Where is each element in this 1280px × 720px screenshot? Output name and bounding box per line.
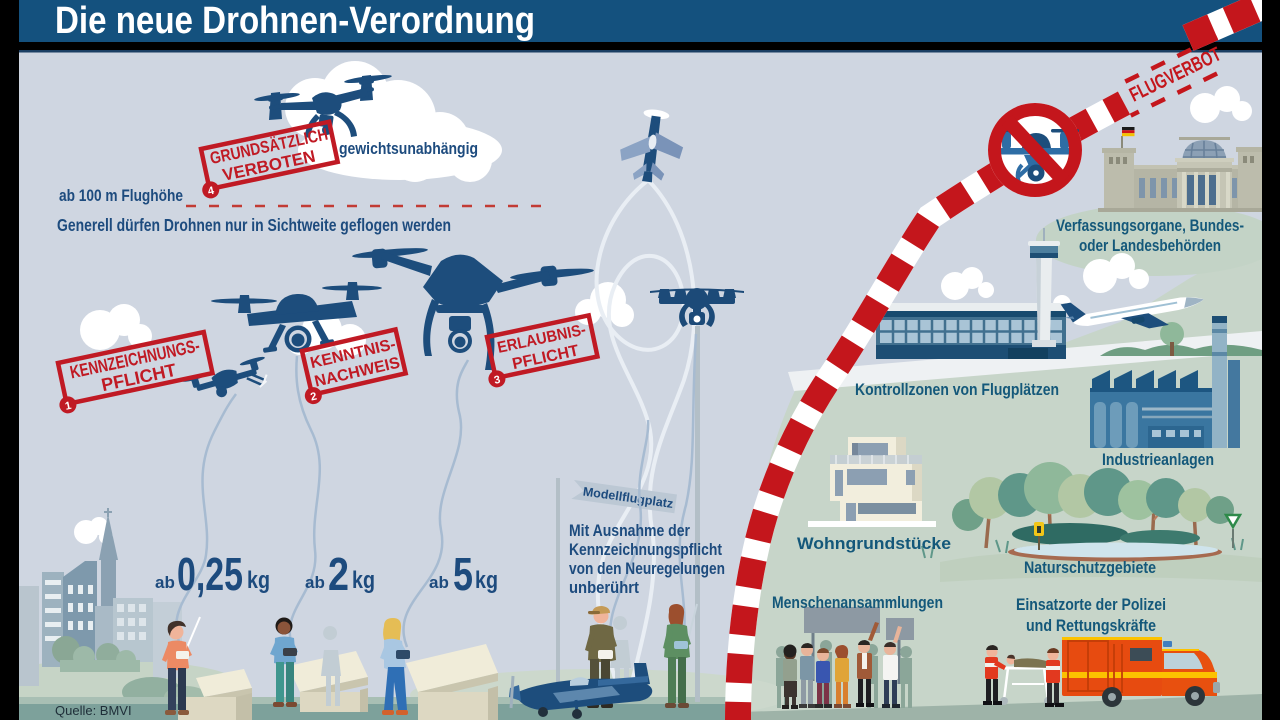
svg-text:3: 3 xyxy=(493,374,501,387)
svg-text:Verfassungsorgane, Bundes-: Verfassungsorgane, Bundes- xyxy=(1056,217,1244,235)
svg-text:von den Neuregelungen: von den Neuregelungen xyxy=(569,560,725,578)
svg-text:Kontrollzonen von Flugplätzen: Kontrollzonen von Flugplätzen xyxy=(855,380,1059,399)
svg-text:Quelle: BMVI: Quelle: BMVI xyxy=(55,703,132,718)
svg-text:Mit Ausnahme der: Mit Ausnahme der xyxy=(569,522,690,540)
svg-text:kg: kg xyxy=(352,567,375,594)
svg-text:ab: ab xyxy=(305,573,325,592)
svg-text:ab: ab xyxy=(155,573,175,592)
svg-text:2: 2 xyxy=(328,548,349,600)
svg-text:Menschenansammlungen: Menschenansammlungen xyxy=(772,593,943,612)
svg-text:Einsatzorte der Polizei: Einsatzorte der Polizei xyxy=(1016,596,1166,614)
svg-text:5: 5 xyxy=(453,548,473,600)
svg-text:und Rettungskräfte: und Rettungskräfte xyxy=(1026,617,1156,635)
svg-text:0,25: 0,25 xyxy=(177,548,243,600)
svg-text:2: 2 xyxy=(309,391,318,404)
svg-text:Die neue Drohnen-Verordnung: Die neue Drohnen-Verordnung xyxy=(55,0,535,42)
svg-text:Kennzeichnungspflicht: Kennzeichnungspflicht xyxy=(569,541,722,559)
svg-text:unberührt: unberührt xyxy=(569,579,639,597)
svg-text:gewichtsunabhängig: gewichtsunabhängig xyxy=(339,139,478,158)
svg-text:kg: kg xyxy=(247,567,270,594)
svg-text:Industrieanlagen: Industrieanlagen xyxy=(1102,450,1214,469)
svg-text:1: 1 xyxy=(64,400,72,413)
svg-text:Wohngrundstücke: Wohngrundstücke xyxy=(797,534,951,553)
svg-text:kg: kg xyxy=(475,567,498,594)
svg-text:ab 100 m Flughöhe: ab 100 m Flughöhe xyxy=(59,186,183,205)
svg-text:oder Landesbehörden: oder Landesbehörden xyxy=(1079,237,1221,255)
svg-text:Generell dürfen Drohnen nur in: Generell dürfen Drohnen nur in Sichtweit… xyxy=(57,215,451,235)
svg-text:ab: ab xyxy=(429,573,449,592)
svg-text:Naturschutzgebiete: Naturschutzgebiete xyxy=(1024,558,1156,577)
svg-text:4: 4 xyxy=(207,185,216,198)
